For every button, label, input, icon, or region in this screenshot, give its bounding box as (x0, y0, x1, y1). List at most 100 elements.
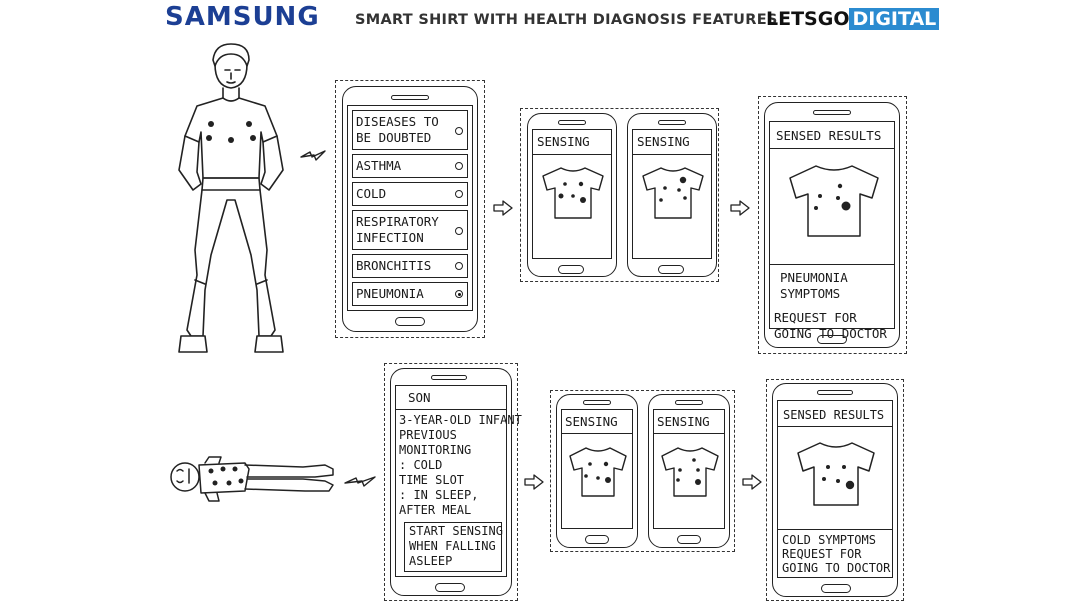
arrow-right-icon (493, 200, 513, 216)
results-phone-frame (758, 96, 907, 354)
radio-button[interactable] (455, 227, 463, 235)
home-button[interactable] (677, 535, 701, 544)
radio-button-selected[interactable] (455, 290, 463, 298)
phone-speaker (675, 400, 703, 405)
profile-details: 3-YEAR-OLD INFANT PREVIOUS MONITORING : … (399, 413, 522, 517)
shirt-icon (542, 167, 604, 219)
content-divider (778, 529, 892, 530)
radio-button[interactable] (455, 190, 463, 198)
phone-speaker (391, 95, 429, 100)
sensor-dot-icon (584, 461, 611, 483)
man-figure-icon (178, 43, 284, 353)
disease-option-bronchitis[interactable]: BRONCHITIS (352, 254, 468, 278)
radio-button[interactable] (455, 262, 463, 270)
disease-option-asthma[interactable]: ASTHMA (352, 154, 468, 178)
results-request: REQUEST FOR GOING TO DOCTOR (774, 310, 887, 341)
sensing-screen: SENSING (561, 409, 633, 529)
header-divider (533, 154, 611, 155)
home-button[interactable] (558, 265, 584, 274)
home-button[interactable] (658, 265, 684, 274)
samsung-logo: SAMSUNG (165, 2, 320, 32)
option-label: RESPIRATORY INFECTION (356, 214, 439, 245)
shirt-icon (789, 165, 879, 237)
header-divider (654, 433, 724, 434)
phone-speaker (813, 110, 851, 115)
option-label: ASTHMA (356, 158, 402, 173)
sensor-dot-icon (814, 183, 851, 211)
option-label: COLD (356, 186, 387, 201)
profile-phone: SON 3-YEAR-OLD INFANT PREVIOUS MONITORIN… (390, 368, 522, 596)
arrow-right-icon (524, 474, 544, 490)
home-button[interactable] (821, 584, 851, 593)
header-divider (562, 433, 632, 434)
diseases-phone: DISEASES TO BE DOUBTED ASTHMA COLD RESPI… (342, 86, 478, 332)
phone-speaker (583, 400, 611, 405)
profile-name: SON (408, 390, 431, 405)
diseases-screen: DISEASES TO BE DOUBTED ASTHMA COLD RESPI… (347, 105, 473, 311)
phone-speaker (658, 120, 686, 125)
option-label: DISEASES TO BE DOUBTED (356, 114, 439, 145)
infant-figure-icon (170, 456, 334, 502)
page-title: SMART SHIRT WITH HEALTH DIAGNOSIS FEATUR… (355, 12, 778, 28)
phone-speaker (431, 375, 467, 380)
home-button[interactable] (585, 535, 609, 544)
phone-speaker (817, 390, 853, 395)
sensing-screen: SENSING (532, 129, 612, 259)
start-sensing-label: START SENSING WHEN FALLING ASLEEP (409, 524, 503, 568)
sensor-dot-icon (676, 458, 701, 485)
header-divider (633, 154, 711, 155)
option-label: PNEUMONIA (356, 286, 424, 301)
sensor-dot-icon (206, 121, 256, 143)
sensing-phone-1: SENSING (527, 113, 617, 277)
results-text: COLD SYMPTOMS REQUEST FOR GOING TO DOCTO… (782, 533, 891, 575)
results-phone: SENSED RESULTS PNEUMONIA SYMPTOMS REQUES… (764, 102, 900, 348)
sensing-pair-frame (520, 108, 719, 282)
results-title: SENSED RESULTS (776, 128, 882, 143)
home-button[interactable] (395, 317, 425, 326)
header-divider (778, 426, 892, 427)
header-divider (770, 148, 894, 149)
shirt-icon (661, 447, 719, 497)
arrow-right-icon (742, 474, 762, 490)
diseases-phone-frame (335, 80, 485, 338)
radio-button[interactable] (455, 127, 463, 135)
sensor-dot-icon (558, 181, 586, 203)
wireless-signal-icon (300, 150, 326, 161)
home-button[interactable] (435, 583, 465, 592)
results-phone-frame (766, 379, 904, 601)
profile-screen: SON 3-YEAR-OLD INFANT PREVIOUS MONITORIN… (395, 385, 522, 577)
radio-button[interactable] (455, 162, 463, 170)
phone-speaker (558, 120, 586, 125)
sensor-dot-icon (208, 466, 244, 486)
content-divider (770, 264, 894, 265)
wireless-signal-icon (344, 476, 376, 487)
disease-option-cold[interactable]: COLD (352, 182, 468, 206)
start-sensing-button[interactable]: START SENSING WHEN FALLING ASLEEP (404, 522, 503, 572)
option-label: BRONCHITIS (356, 258, 432, 273)
results-phone: SENSED RESULTS COLD SYMPTOMS REQUEST FOR… (772, 383, 898, 597)
sensing-screen: SENSING (653, 409, 725, 529)
disease-option-diseases-to-be-doubted[interactable]: DISEASES TO BE DOUBTED (352, 110, 468, 150)
sensing-phone-3: SENSING (556, 394, 638, 548)
sensor-dot-icon (822, 465, 855, 490)
profile-phone-frame (384, 363, 518, 601)
shirt-icon (797, 442, 875, 506)
disease-option-respiratory-infection[interactable]: RESPIRATORY INFECTION (352, 210, 468, 250)
digital-text: DIGITAL (849, 8, 940, 30)
disease-option-pneumonia[interactable]: PNEUMONIA (352, 282, 468, 306)
shirt-icon (569, 447, 627, 497)
shirt-icon (642, 167, 704, 219)
results-screen: SENSED RESULTS COLD SYMPTOMS REQUEST FOR… (777, 400, 893, 578)
sensing-label: SENSING (637, 134, 690, 149)
sensing-pair-frame (550, 390, 735, 552)
sensing-label: SENSING (537, 134, 590, 149)
sensor-dot-icon (659, 176, 687, 202)
results-screen: SENSED RESULTS PNEUMONIA SYMPTOMS REQUES… (769, 121, 895, 341)
sensing-phone-4: SENSING (648, 394, 730, 548)
letsgo-text: LETSGO (766, 8, 850, 30)
results-title: SENSED RESULTS (783, 408, 885, 422)
home-button[interactable] (817, 335, 847, 344)
sensing-phone-2: SENSING (627, 113, 717, 277)
sensing-label: SENSING (565, 414, 618, 429)
